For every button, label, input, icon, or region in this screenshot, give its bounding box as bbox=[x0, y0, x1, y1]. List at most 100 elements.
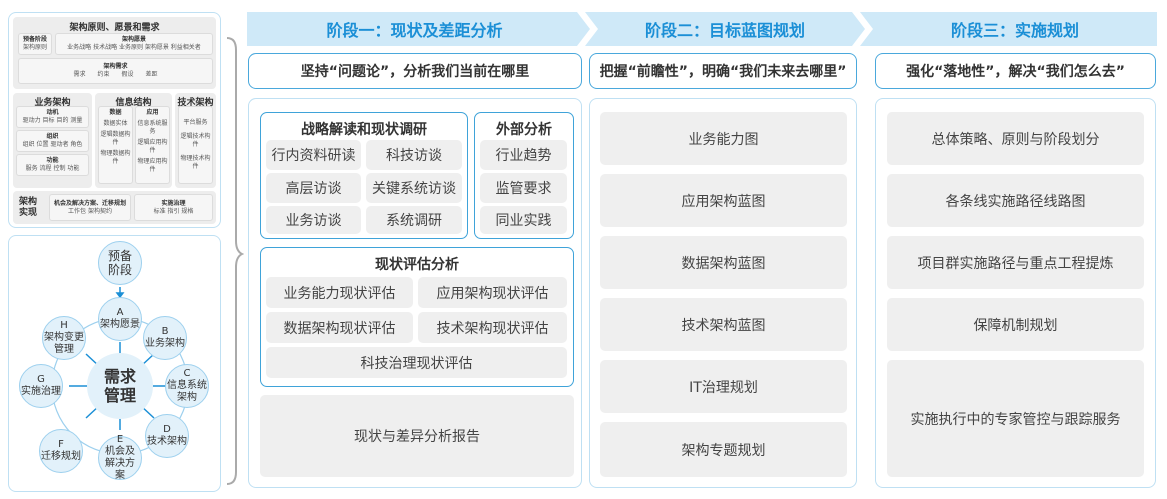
phase-label: 信息系统架构 bbox=[167, 380, 207, 403]
stage-2-slogan: 把握“前瞻性”，明确“我们未来去哪里” bbox=[589, 53, 857, 89]
gap-report: 现状与差异分析报告 bbox=[260, 395, 574, 477]
stage-3-title: 阶段三：实施规划 bbox=[950, 21, 1079, 40]
stage-3-slogan: 强化“落地性”，解决“我们怎么去” bbox=[875, 53, 1156, 89]
stage-3-header: 阶段三：实施规划 bbox=[873, 12, 1157, 46]
research-box: 战略解读和现状调研 行内资料研读 科技访谈 高层访谈 关键系统访谈 业务访谈 系… bbox=[260, 112, 468, 239]
data-title: 数据 bbox=[109, 109, 122, 116]
research-item: 业务访谈 bbox=[266, 206, 361, 234]
tech-item: 逻辑技术构件 bbox=[180, 133, 211, 148]
group-title: 动机 bbox=[46, 109, 59, 116]
biz-group: 功能服务 流程 控制 功能 bbox=[16, 154, 89, 176]
info-item: 数据实体 bbox=[103, 120, 128, 127]
phase-label: 技术架构 bbox=[147, 436, 187, 447]
plan-item: 各条线实施路径线路图 bbox=[887, 174, 1144, 227]
biz-group: 动机驱动力 目标 目的 测量 bbox=[16, 106, 89, 128]
principles-title: 架构原则、愿景和需求 bbox=[69, 23, 160, 33]
group-sub: 驱动力 目标 目的 测量 bbox=[22, 117, 83, 124]
phase-letter: D bbox=[163, 424, 171, 435]
info-item: 逻辑应用构件 bbox=[137, 139, 168, 154]
info-title: 信息结构 bbox=[115, 98, 152, 108]
phase-label: 实施治理 bbox=[21, 386, 61, 397]
framework-panel: 架构原则、愿景和需求 预备阶段架构原则 架构愿景业务战略 技术战略 业务原则 架… bbox=[8, 12, 221, 228]
tech-box: 平台服务逻辑技术构件物理技术构件 bbox=[178, 106, 213, 184]
app-box: 应用信息系统服务逻辑应用构件物理应用构件 bbox=[135, 106, 170, 184]
prep-label: 预备阶段 bbox=[107, 249, 132, 277]
research-item: 高层访谈 bbox=[266, 173, 361, 203]
external-title: 外部分析 bbox=[496, 122, 552, 138]
stage-1-header: 阶段一：现状及差距分析 bbox=[247, 12, 582, 46]
stage-3-panel: 总体策略、原则与阶段划分 各条线实施路径线路图 项目群实施路径与重点工程提炼 保… bbox=[875, 98, 1156, 488]
blueprint-item: 技术架构蓝图 bbox=[600, 298, 847, 351]
req-title: 架构需求 bbox=[103, 63, 128, 70]
app-title: 应用 bbox=[146, 109, 159, 116]
assessment-item: 业务能力现状评估 bbox=[266, 277, 413, 308]
phase-letter: A bbox=[116, 307, 124, 318]
stage-1-slogan: 坚持“问题论”，分析我们当前在哪里 bbox=[248, 53, 582, 89]
plan-item: 保障机制规划 bbox=[887, 298, 1144, 351]
stage-2-panel: 业务能力图 应用架构蓝图 数据架构蓝图 技术架构蓝图 IT治理规划 架构专题规划 bbox=[589, 98, 857, 488]
opp-sub: 工作包 架构契约 bbox=[68, 207, 112, 215]
group-sub: 服务 流程 控制 功能 bbox=[25, 165, 80, 172]
gov-box: 实施治理标准 指引 规格 bbox=[134, 194, 213, 221]
research-title: 战略解读和现状调研 bbox=[301, 122, 427, 138]
external-item: 行业趋势 bbox=[480, 140, 567, 170]
assessment-item: 科技治理现状评估 bbox=[266, 347, 567, 378]
group-title: 功能 bbox=[46, 157, 59, 164]
req-item: 差距 bbox=[145, 71, 158, 78]
bracket bbox=[226, 37, 244, 485]
req-item: 需求 bbox=[73, 71, 86, 78]
req-item: 假设 bbox=[121, 71, 134, 78]
stage-2-title: 阶段二：目标蓝图规划 bbox=[644, 21, 805, 40]
external-item: 监管要求 bbox=[480, 173, 567, 203]
assessment-item: 应用架构现状评估 bbox=[418, 277, 567, 308]
research-item: 系统调研 bbox=[366, 206, 462, 234]
prep-sub: 架构原则 bbox=[22, 44, 47, 51]
requirements-center: 需求管理 bbox=[87, 353, 153, 419]
stage-1-title: 阶段一：现状及差距分析 bbox=[326, 21, 503, 40]
info-item: 逻辑数据构件 bbox=[100, 131, 131, 146]
assessment-title: 现状评估分析 bbox=[375, 257, 459, 273]
center-label: 需求管理 bbox=[103, 367, 136, 405]
assessment-box: 现状评估分析 业务能力现状评估 应用架构现状评估 数据架构现状评估 技术架构现状… bbox=[260, 247, 574, 387]
research-item: 科技访谈 bbox=[366, 140, 462, 170]
tech-item: 物理技术构件 bbox=[180, 155, 211, 170]
phase-label: 架构变更管理 bbox=[44, 332, 84, 355]
research-item: 关键系统访谈 bbox=[366, 173, 462, 203]
phase-letter: E bbox=[116, 434, 124, 445]
prep-title: 预备阶段 bbox=[22, 36, 47, 43]
impl-title: 架构实现 bbox=[18, 196, 37, 218]
tech-item: 平台服务 bbox=[183, 119, 208, 126]
phase-label: 机会及解决方案 bbox=[105, 446, 135, 481]
assessment-item: 数据架构现状评估 bbox=[266, 312, 413, 343]
group-sub: 组织 位置 驱动者 角色 bbox=[22, 141, 83, 148]
external-box: 外部分析 行业趋势 监管要求 同业实践 bbox=[474, 112, 574, 239]
data-box: 数据数据实体逻辑数据构件物理数据构件 bbox=[98, 106, 133, 184]
phase-letter: B bbox=[161, 326, 169, 337]
assessment-item: 技术架构现状评估 bbox=[418, 312, 567, 343]
phase-letter: C bbox=[183, 368, 191, 379]
prep-node: 预备阶段 bbox=[98, 241, 142, 285]
gov-title: 实施治理 bbox=[161, 199, 186, 207]
opp-title: 机会及解决方案、迁移规划 bbox=[53, 199, 126, 207]
plan-item: 实施执行中的专家管控与跟踪服务 bbox=[887, 360, 1144, 477]
biz-title: 业务架构 bbox=[34, 98, 71, 108]
phase-letter: F bbox=[58, 439, 64, 450]
prep-box: 预备阶段架构原则 bbox=[18, 33, 52, 55]
blueprint-item: 业务能力图 bbox=[600, 112, 847, 165]
phase-label: 迁移规划 bbox=[41, 451, 81, 462]
plan-item: 项目群实施路径与重点工程提炼 bbox=[887, 236, 1144, 289]
blueprint-item: IT治理规划 bbox=[600, 360, 847, 413]
blueprint-item: 架构专题规划 bbox=[600, 422, 847, 477]
req-item: 约束 bbox=[97, 71, 110, 78]
blueprint-item: 应用架构蓝图 bbox=[600, 174, 847, 227]
gov-sub: 标准 指引 规格 bbox=[153, 207, 194, 215]
vision-box: 架构愿景业务战略 技术战略 业务原则 架构愿景 利益相关者 bbox=[55, 33, 213, 55]
stage-header-arrows bbox=[247, 12, 1157, 46]
external-item: 同业实践 bbox=[480, 206, 567, 234]
